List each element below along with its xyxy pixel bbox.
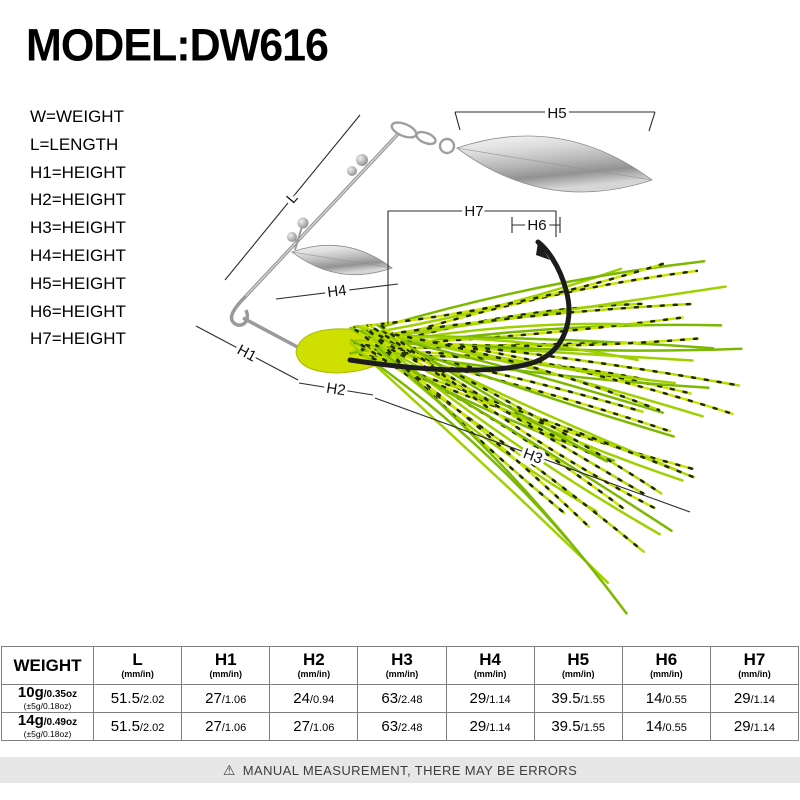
table-row: 10g/0.35oz (±5g/0.18oz) 51.5/2.02 27/1.0…	[1, 684, 800, 713]
value-cell: 29/1.14	[709, 712, 800, 741]
legend-item: W=WEIGHT	[30, 107, 124, 126]
legend-item: H1=HEIGHT	[30, 162, 126, 182]
hook	[347, 239, 572, 373]
legend-item: H3=HEIGHT	[30, 218, 126, 238]
table-row: 14g/0.49oz (±5g/0.18oz) 51.5/2.02 27/1.0…	[1, 712, 800, 741]
table-header-row: WEIGHT L (mm/in) H1 (mm/in) H2 (mm/in) H…	[1, 646, 800, 685]
disclaimer-text: MANUAL MEASUREMENT, THERE MAY BE ERRORS	[242, 762, 578, 778]
value-cell: 39.5/1.55	[533, 684, 623, 713]
dim-label-l: L	[283, 190, 301, 207]
dim-line-h4	[275, 283, 399, 300]
dimension-lines	[195, 111, 691, 513]
value-cell: 29/1.14	[445, 684, 535, 713]
dim-label-h2: H2	[325, 380, 347, 400]
dim-label-h6: H6	[527, 217, 546, 234]
col-header-weight: WEIGHT	[1, 646, 94, 685]
skirt	[348, 259, 743, 615]
col-header-h7: H7 (mm/in)	[709, 646, 800, 685]
col-header-l: L (mm/in)	[92, 646, 183, 685]
value-cell: 63/2.48	[357, 684, 447, 713]
lure-diagram: H5 L H7 H6 H4 H1 H2 H3	[195, 105, 743, 615]
warning-icon: ⚠	[222, 762, 236, 778]
value-cell: 29/1.14	[709, 684, 800, 713]
weight-cell: 10g/0.35oz (±5g/0.18oz)	[1, 684, 94, 713]
disclaimer-bar: ⚠ MANUAL MEASUREMENT, THERE MAY BE ERROR…	[0, 757, 800, 783]
legend-item: L=LENGTH	[30, 134, 119, 154]
value-cell: 63/2.48	[357, 712, 447, 741]
hook-barb	[536, 242, 550, 260]
blade-lower-ridge	[291, 251, 393, 269]
col-header-h6: H6 (mm/in)	[621, 646, 711, 685]
dim-label-h7: H7	[464, 203, 483, 220]
weight-value: 10g	[17, 684, 44, 702]
dim-line-h1	[195, 325, 299, 381]
dim-line-h3	[374, 397, 691, 513]
col-header-h2: H2 (mm/in)	[269, 646, 359, 685]
dim-line-h5	[454, 111, 656, 132]
bead	[347, 166, 357, 176]
legend: W=WEIGHT L=LENGTH H1=HEIGHT H2=HEIGHT H3…	[30, 103, 126, 353]
value-cell: 14/0.55	[621, 712, 711, 741]
weight-oz: /0.35oz	[43, 689, 78, 701]
spec-table: WEIGHT L (mm/in) H1 (mm/in) H2 (mm/in) H…	[1, 646, 800, 741]
value-cell: 51.5/2.02	[92, 712, 183, 741]
legend-item: H7=HEIGHT	[30, 329, 126, 349]
weight-oz: /0.49oz	[43, 717, 78, 729]
legend-item: H4=HEIGHT	[30, 245, 126, 265]
value-cell: 29/1.14	[445, 712, 535, 741]
dim-label-h5: H5	[547, 105, 566, 122]
wire-upper-arm-highlight	[245, 133, 399, 297]
value-cell: 39.5/1.55	[533, 712, 623, 741]
legend-item: H5=HEIGHT	[30, 273, 126, 293]
weight-cell: 14g/0.49oz (±5g/0.18oz)	[1, 712, 94, 741]
col-header-h3: H3 (mm/in)	[357, 646, 447, 685]
dim-label-h4: H4	[326, 282, 347, 301]
value-cell: 51.5/2.02	[92, 684, 183, 713]
dim-line-h6	[511, 217, 561, 233]
dim-line-h2	[298, 382, 374, 396]
value-cell: 14/0.55	[621, 684, 711, 713]
value-cell: 27/1.06	[269, 712, 359, 741]
blade-top-ridge	[456, 147, 653, 181]
swivel-clasp	[390, 121, 456, 155]
dim-label-h1: H1	[234, 341, 259, 365]
bead	[356, 154, 368, 166]
col-header-h5: H5 (mm/in)	[533, 646, 623, 685]
value-cell: 27/1.06	[181, 712, 271, 741]
col-header-h1: H1 (mm/in)	[181, 646, 271, 685]
dim-line-l	[224, 114, 361, 281]
legend-item: H2=HEIGHT	[30, 190, 126, 210]
bead	[297, 217, 309, 229]
legend-item: H6=HEIGHT	[30, 301, 126, 321]
page-title: MODEL:DW616	[26, 20, 329, 71]
weight-value: 14g	[17, 712, 44, 730]
wire-lower-arm	[242, 316, 306, 353]
bead	[287, 232, 297, 242]
dim-line-h7	[387, 210, 557, 324]
value-cell: 27/1.06	[181, 684, 271, 713]
weight-tolerance: (±5g/0.18oz)	[23, 729, 72, 740]
value-cell: 24/0.94	[269, 684, 359, 713]
weight-tolerance: (±5g/0.18oz)	[23, 701, 72, 712]
col-header-h4: H4 (mm/in)	[445, 646, 535, 685]
